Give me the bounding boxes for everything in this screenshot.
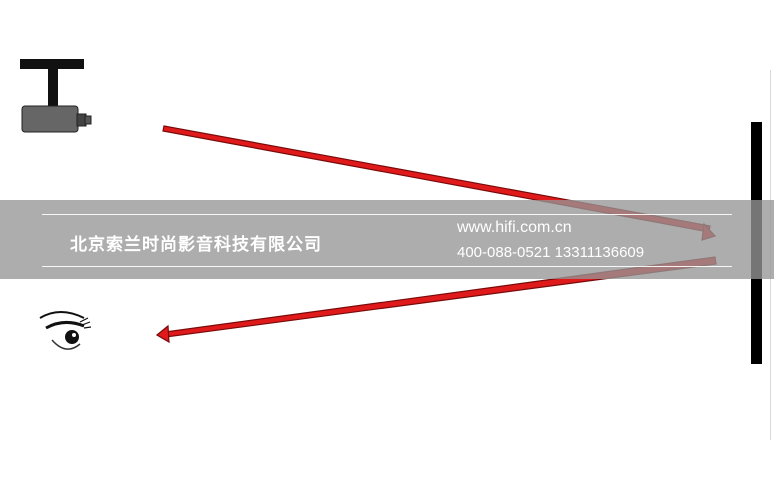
projector-icon [20,59,92,133]
ceiling-mount-pole [48,69,58,107]
watermark-rule-top [42,214,732,215]
eyebrow [39,311,85,319]
reflection-arrow-head [155,324,170,344]
eyelashes [79,317,92,329]
watermark-rule-bottom [42,266,732,267]
upper-eyelid [45,321,85,330]
ceiling-mount-plate [20,59,84,69]
eye-highlight [72,333,76,337]
eye-icon [39,311,92,350]
projector-body [21,105,79,133]
watermark-band: 北京索兰时尚影音科技有限公司 www.hifi.com.cn 400-088-0… [0,200,774,279]
phone-numbers: 400-088-0521 13311136609 [457,244,645,261]
website-url: www.hifi.com.cn [457,219,572,236]
projector-lens [84,115,92,125]
iris [65,330,79,344]
company-name: 北京索兰时尚影音科技有限公司 [70,235,322,255]
lower-eyelid [51,339,81,350]
